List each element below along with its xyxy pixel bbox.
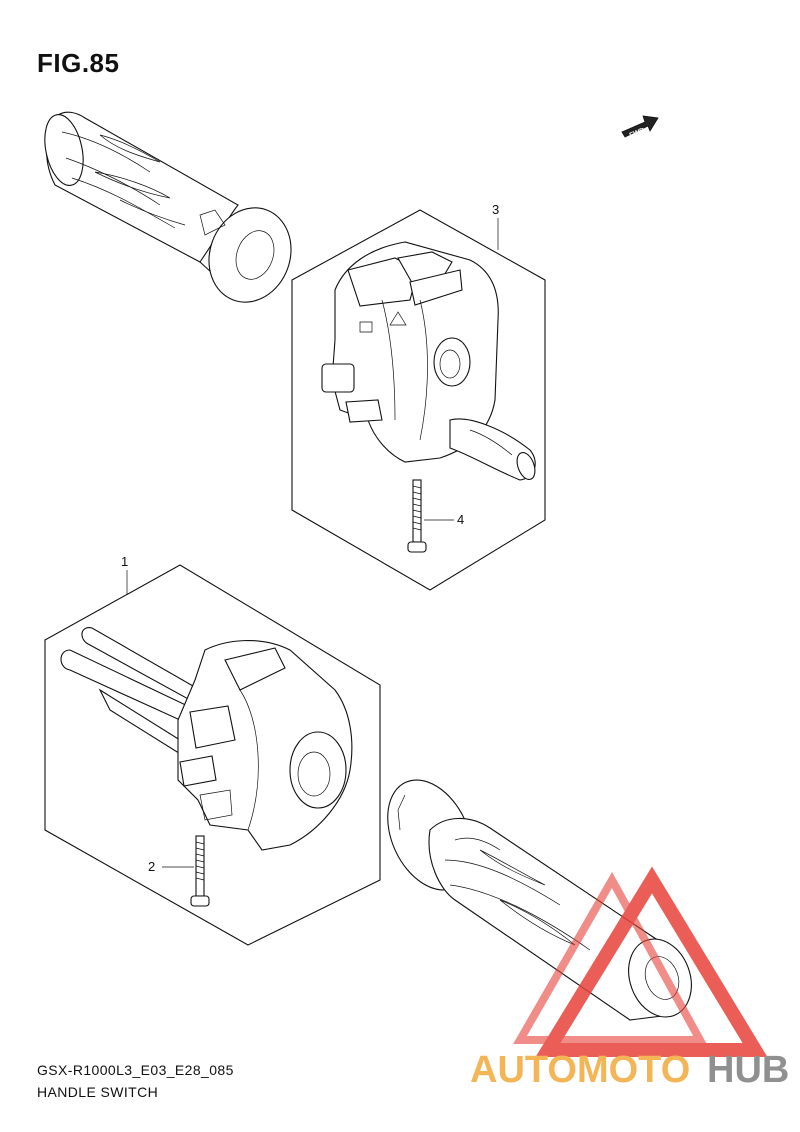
callout-3: 3	[492, 202, 499, 250]
callout-3-label: 3	[492, 202, 499, 217]
drawing-code: GSX-R1000L3_E03_E28_085	[37, 1062, 234, 1078]
watermark-text-part2: HUB	[707, 1049, 789, 1091]
callout-1: 1	[121, 554, 128, 595]
screw-2	[190, 835, 210, 907]
callout-4: 4	[424, 512, 464, 527]
watermark-logo: AUTOMOTO HUB	[470, 866, 789, 1091]
screw-4	[407, 479, 427, 553]
callout-2: 2	[148, 859, 194, 874]
watermark-triangle-icon	[535, 866, 768, 1057]
right-grip	[387, 779, 692, 1021]
right-switch-housing	[321, 241, 536, 481]
callout-4-label: 4	[457, 512, 464, 527]
left-switch-housing	[60, 627, 353, 851]
fwd-arrow-icon: FWD	[621, 115, 659, 139]
left-switch-assembly-frame	[44, 564, 381, 946]
callout-2-label: 2	[148, 859, 155, 874]
callout-1-label: 1	[121, 554, 128, 569]
left-grip	[44, 111, 292, 303]
figure-title: FIG.85	[37, 48, 120, 78]
right-switch-assembly-frame	[291, 209, 546, 591]
watermark-text-part1: AUTOMOTO	[470, 1049, 690, 1091]
drawing-name: HANDLE SWITCH	[37, 1084, 159, 1100]
